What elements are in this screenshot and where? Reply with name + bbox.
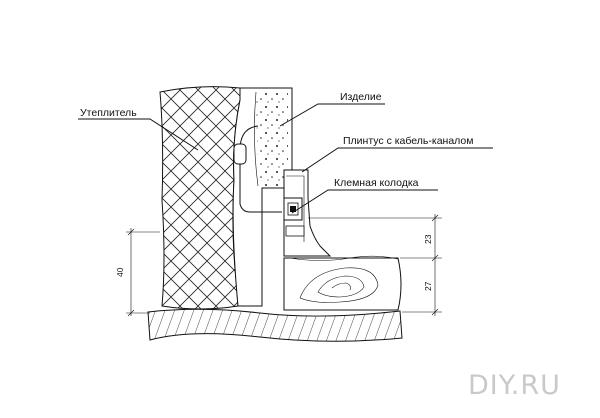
leader-lines — [78, 103, 493, 214]
terminal-block — [283, 197, 303, 221]
label-product: Изделие — [340, 91, 382, 103]
dimension-right — [308, 214, 442, 316]
dimension-left-value: 40 — [115, 267, 125, 277]
dimension-left — [126, 228, 160, 317]
plinth — [283, 169, 332, 257]
insulation-block — [159, 86, 241, 310]
watermark: DIY.RU — [468, 370, 561, 401]
dimension-lower-value: 27 — [423, 281, 433, 291]
floor-covering — [283, 255, 402, 311]
label-plinth: Плинтус с кабель-каналом — [343, 135, 473, 147]
label-insulation: Утеплитель — [80, 107, 137, 119]
dimension-upper-value: 23 — [423, 234, 433, 244]
floor-base — [147, 308, 403, 342]
product-panel — [232, 87, 293, 307]
label-terminal-block: Клемная колодка — [334, 177, 419, 189]
cable — [233, 125, 282, 213]
